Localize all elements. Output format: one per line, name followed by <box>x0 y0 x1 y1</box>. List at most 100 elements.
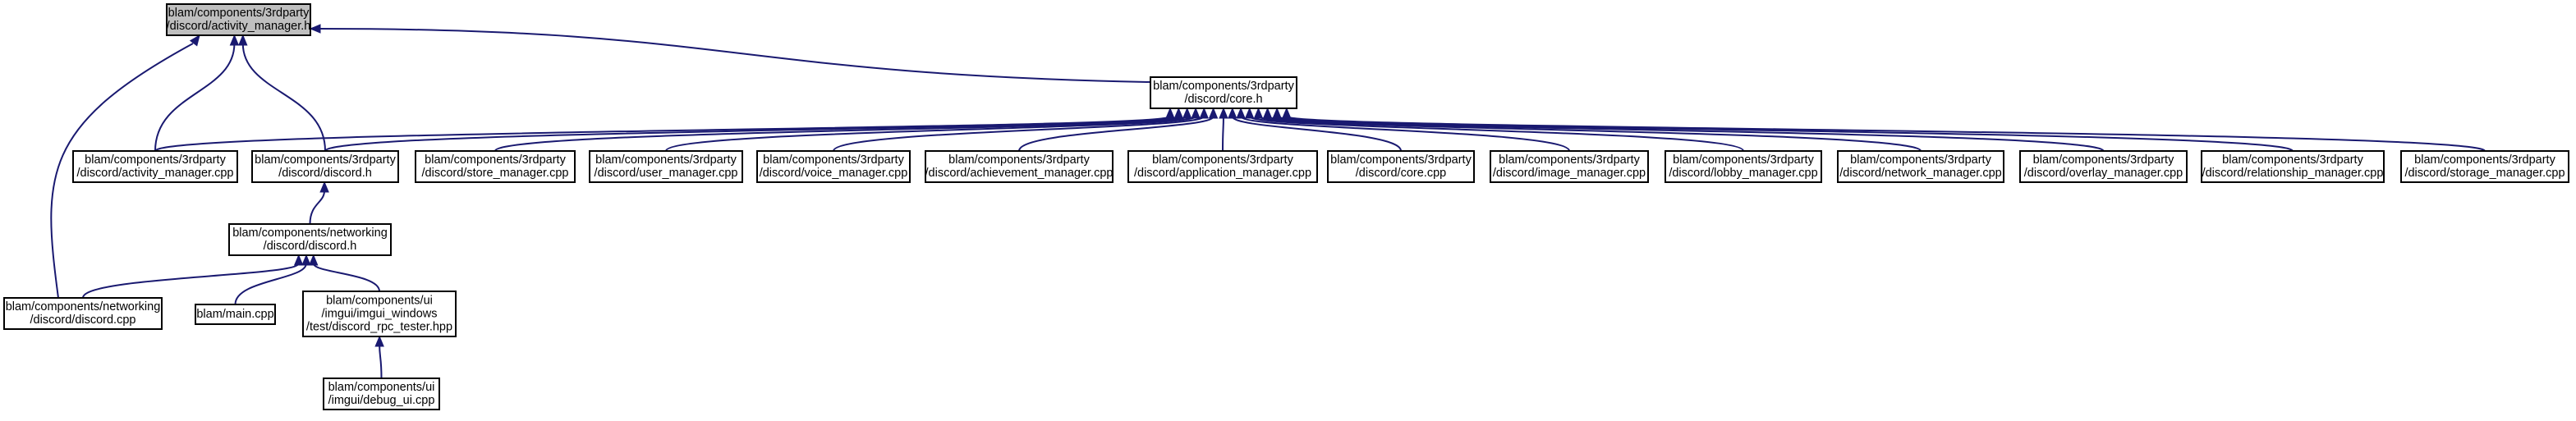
edge-networking_discord_h-to-discord_h_3p <box>309 190 326 225</box>
arrowhead-store_manager_cpp-to-core_h <box>1182 107 1192 119</box>
node-label-line: blam/components/networking <box>6 300 161 313</box>
node-label-line: /discord/activity_manager.h <box>167 20 311 33</box>
node-label-line: /discord/storage_manager.cpp <box>2404 167 2565 180</box>
node-box <box>251 150 399 183</box>
node-store_manager_cpp[interactable]: blam/components/3rdparty/discord/store_m… <box>415 150 576 183</box>
node-label-line: /discord/discord.h <box>278 167 372 180</box>
arrowhead-user_manager_cpp-to-core_h <box>1191 107 1201 119</box>
node-label-line: /imgui/imgui_windows <box>321 308 437 321</box>
node-label-line: blam/components/3rdparty <box>595 153 737 167</box>
node-box <box>1127 150 1318 183</box>
arrowhead-networking_discord_cpp-to-activity_manager_h <box>189 34 200 47</box>
edge-core_cpp-to-core_h <box>1231 116 1402 152</box>
node-label-line: /test/discord_rpc_tester.hpp <box>306 321 452 334</box>
node-label-line: blam/components/ui <box>328 381 435 394</box>
arrowhead-discord_h_3p-to-core_h <box>1173 107 1184 119</box>
node-box <box>1665 150 1822 183</box>
node-lobby_manager_cpp[interactable]: blam/components/3rdparty/discord/lobby_m… <box>1665 150 1822 183</box>
node-label-line: blam/components/3rdparty <box>255 153 396 167</box>
node-box <box>756 150 911 183</box>
arrowhead-networking_discord_cpp-to-networking_discord_h <box>293 254 304 266</box>
node-box <box>2019 150 2188 183</box>
node-box <box>589 150 743 183</box>
arrowhead-achievement_manager_cpp-to-core_h <box>1208 107 1219 119</box>
arrowhead-network_manager_cpp-to-core_h <box>1253 107 1264 119</box>
node-box <box>1327 150 1475 183</box>
node-box <box>302 291 457 337</box>
node-box <box>323 378 440 410</box>
node-label-line: /discord/store_manager.cpp <box>422 167 569 180</box>
edge-activity_manager_cpp-to-core_h <box>154 116 1171 152</box>
node-label-line: blam/components/3rdparty <box>1850 153 1991 167</box>
node-label-line: blam/components/3rdparty <box>2414 153 2555 167</box>
node-debug_ui_cpp[interactable]: blam/components/ui/imgui/debug_ui.cpp <box>323 378 440 410</box>
node-core_cpp[interactable]: blam/components/3rdparty/discord/core.cp… <box>1327 150 1475 183</box>
node-label-line: /discord/discord.h <box>264 240 357 253</box>
node-box <box>1150 76 1297 109</box>
edge-relationship_manager_cpp-to-core_h <box>1276 116 2294 152</box>
node-label-line: blam/components/3rdparty <box>2222 153 2363 167</box>
node-label-line: /discord/relationship_manager.cpp <box>2202 167 2384 180</box>
arrowhead-voice_manager_cpp-to-core_h <box>1199 107 1209 119</box>
node-label-line: blam/components/3rdparty <box>425 153 566 167</box>
arrowhead-lobby_manager_cpp-to-core_h <box>1244 107 1255 119</box>
node-label-line: /discord/voice_manager.cpp <box>760 167 908 180</box>
node-box <box>2201 150 2385 183</box>
node-overlay_manager_cpp[interactable]: blam/components/3rdparty/discord/overlay… <box>2019 150 2188 183</box>
node-activity_manager_h[interactable]: blam/components/3rdparty/discord/activit… <box>166 3 311 36</box>
node-discord_h_3p[interactable]: blam/components/3rdparty/discord/discord… <box>251 150 399 183</box>
node-activity_manager_cpp[interactable]: blam/components/3rdparty/discord/activit… <box>72 150 238 183</box>
node-label-line: blam/components/3rdparty <box>1499 153 1640 167</box>
edge-core_h-to-activity_manager_h <box>319 28 1151 83</box>
edge-store_manager_cpp-to-core_h <box>494 116 1188 152</box>
node-networking_discord_cpp[interactable]: blam/components/networking/discord/disco… <box>3 297 163 330</box>
node-networking_discord_h[interactable]: blam/components/networking/discord/disco… <box>228 223 392 256</box>
node-label-line: blam/components/3rdparty <box>948 153 1090 167</box>
arrowhead-discord_h_3p-to-activity_manager_h <box>238 34 248 46</box>
node-network_manager_cpp[interactable]: blam/components/3rdparty/discord/network… <box>1837 150 2004 183</box>
arrowhead-overlay_manager_cpp-to-core_h <box>1262 107 1273 119</box>
node-main_cpp[interactable]: blam/main.cpp <box>195 304 276 325</box>
node-label-line: blam/components/3rdparty <box>1673 153 1814 167</box>
node-voice_manager_cpp[interactable]: blam/components/3rdparty/discord/voice_m… <box>756 150 911 183</box>
edge-achievement_manager_cpp-to-core_h <box>1018 116 1215 152</box>
node-label-line: /discord/overlay_manager.cpp <box>2024 167 2183 180</box>
node-label-line: /imgui/debug_ui.cpp <box>328 394 435 407</box>
node-label-line: /discord/lobby_manager.cpp <box>1669 167 1817 180</box>
edge-network_manager_cpp-to-core_h <box>1257 116 1922 152</box>
node-label-line: /discord/core.cpp <box>1356 167 1446 180</box>
node-label-line: blam/components/3rdparty <box>85 153 226 167</box>
node-box <box>1490 150 1649 183</box>
node-user_manager_cpp[interactable]: blam/components/3rdparty/discord/user_ma… <box>589 150 743 183</box>
arrowhead-activity_manager_cpp-to-core_h <box>1165 107 1175 119</box>
node-box <box>415 150 576 183</box>
arrowhead-storage_manager_cpp-to-core_h <box>1282 107 1292 119</box>
node-label-line: blam/main.cpp <box>196 308 273 321</box>
node-relationship_manager_cpp[interactable]: blam/components/3rdparty/discord/relatio… <box>2201 150 2385 183</box>
node-label-line: /discord/discord.cpp <box>30 313 136 327</box>
edge-voice_manager_cpp-to-core_h <box>833 116 1205 152</box>
node-box <box>3 297 163 330</box>
node-achievement_manager_cpp[interactable]: blam/components/3rdparty/discord/achieve… <box>925 150 1114 183</box>
node-label-line: blam/components/3rdparty <box>2033 153 2174 167</box>
node-core_h[interactable]: blam/components/3rdparty/discord/core.h <box>1150 76 1297 109</box>
edge-overlay_manager_cpp-to-core_h <box>1266 116 2105 152</box>
node-label-line: blam/components/3rdparty <box>1152 153 1293 167</box>
node-image_manager_cpp[interactable]: blam/components/3rdparty/discord/image_m… <box>1490 150 1649 183</box>
edge-discord_rpc_tester_hpp-to-networking_discord_h <box>312 263 380 292</box>
edge-discord_h_3p-to-activity_manager_h <box>241 43 326 152</box>
node-box <box>925 150 1114 183</box>
node-box <box>228 223 392 256</box>
edge-lobby_manager_cpp-to-core_h <box>1248 116 1744 152</box>
node-box <box>195 304 276 325</box>
node-label-line: blam/components/networking <box>232 227 388 240</box>
node-discord_rpc_tester_hpp[interactable]: blam/components/ui/imgui/imgui_windows/t… <box>302 291 457 337</box>
edge-image_manager_cpp-to-core_h <box>1240 116 1570 152</box>
edge-networking_discord_cpp-to-activity_manager_h <box>50 43 194 299</box>
node-label-line: blam/components/3rdparty <box>168 7 310 20</box>
edge-layer <box>50 24 2486 379</box>
node-label-line: /discord/network_manager.cpp <box>1839 167 2001 180</box>
node-storage_manager_cpp[interactable]: blam/components/3rdparty/discord/storage… <box>2400 150 2569 183</box>
node-application_manager_cpp[interactable]: blam/components/3rdparty/discord/applica… <box>1127 150 1318 183</box>
node-layer: blam/components/3rdparty/discord/activit… <box>3 3 2569 410</box>
